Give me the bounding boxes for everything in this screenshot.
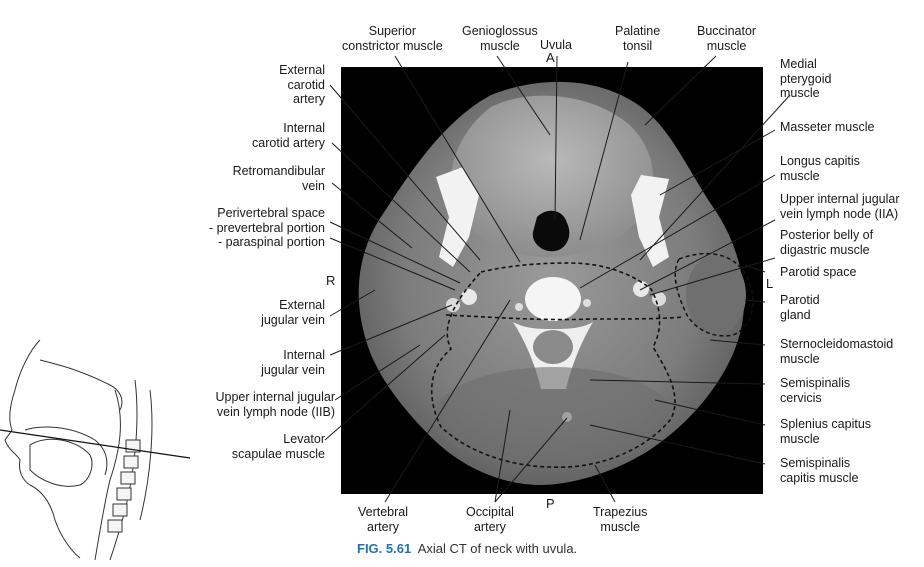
head-profile-outline — [4, 339, 81, 559]
axial-slice-line — [0, 429, 191, 459]
label-buccinator: Buccinator muscle — [697, 24, 757, 53]
vertebrae — [107, 439, 141, 533]
label-longus-capitis: Longus capitis muscle — [780, 154, 860, 183]
label-internal-carotid: Internal carotid artery — [252, 121, 325, 150]
figure-caption: FIG. 5.61 Axial CT of neck with uvula. — [357, 541, 577, 556]
ct-scan-image — [341, 67, 763, 494]
vessel-left-carotid — [633, 281, 649, 297]
label-external-carotid: External carotid artery — [279, 63, 325, 106]
orientation-posterior: P — [546, 496, 555, 511]
label-uvula: Uvula — [540, 38, 572, 52]
vertebral-body — [525, 277, 581, 321]
posterior-muscles — [433, 367, 673, 467]
ct-scan-drawing — [358, 81, 754, 485]
orientation-right: R — [326, 273, 336, 288]
label-internal-jugular: Internal jugular vein — [261, 348, 325, 377]
airway — [532, 210, 570, 252]
label-upper-ij-node-iib: Upper internal jugular vein lymph node (… — [215, 390, 335, 419]
pharynx — [94, 389, 121, 560]
label-perivertebral-space: Perivertebral space - prevertebral porti… — [208, 206, 325, 249]
label-semispinalis-capitis: Semispinalis capitis muscle — [780, 456, 859, 485]
label-semispinalis-cervicis: Semispinalis cervicis — [780, 376, 851, 405]
cervical-spine — [109, 379, 138, 560]
parotid-left — [686, 255, 746, 335]
vessel-left-jugular — [652, 292, 666, 306]
label-external-jugular: External jugular vein — [261, 298, 325, 327]
label-sternocleidomastoid: Sternocleidomastoid muscle — [780, 337, 894, 366]
label-parotid-space: Parotid space — [780, 265, 857, 279]
label-posterior-digastric: Posterior belly of digastric muscle — [780, 228, 874, 257]
label-occipital-artery: Occipital artery — [466, 505, 514, 534]
label-upper-ij-node-iia: Upper internal jugular vein lymph node (… — [780, 192, 900, 221]
vessel-vertebral-left — [583, 299, 591, 307]
tongue-outline — [29, 438, 93, 487]
vessel-right-carotid — [461, 289, 477, 305]
oral-cavity — [24, 426, 108, 476]
label-parotid-gland: Parotid gland — [780, 293, 820, 322]
orientation-anterior: A — [546, 50, 555, 65]
label-splenius-capitus: Splenius capitus muscle — [780, 417, 872, 446]
label-retromandibular: Retromandibular vein — [232, 164, 325, 193]
label-levator-scapulae: Levator scapulae muscle — [231, 432, 325, 461]
spinal-canal — [533, 330, 573, 364]
caption-figure-label: FIG. 5.61 — [357, 541, 412, 556]
label-vertebral-artery: Vertebral artery — [358, 505, 409, 534]
orientation-left: L — [766, 276, 774, 291]
label-palatine-tonsil: Palatine tonsil — [615, 24, 661, 53]
vessel-vertebral-right — [515, 303, 523, 311]
label-medial-pterygoid: Medial pterygoid muscle — [780, 57, 832, 100]
label-masseter: Masseter muscle — [780, 120, 875, 134]
nasal-cavity — [39, 359, 123, 411]
label-trapezius: Trapezius muscle — [593, 505, 648, 534]
sagittal-reference-sketch — [0, 339, 191, 560]
caption-text: Axial CT of neck with uvula. — [417, 541, 578, 556]
label-genioglossus: Genioglossus muscle — [462, 24, 538, 53]
label-superior-constrictor: Superior constrictor muscle — [342, 24, 443, 53]
